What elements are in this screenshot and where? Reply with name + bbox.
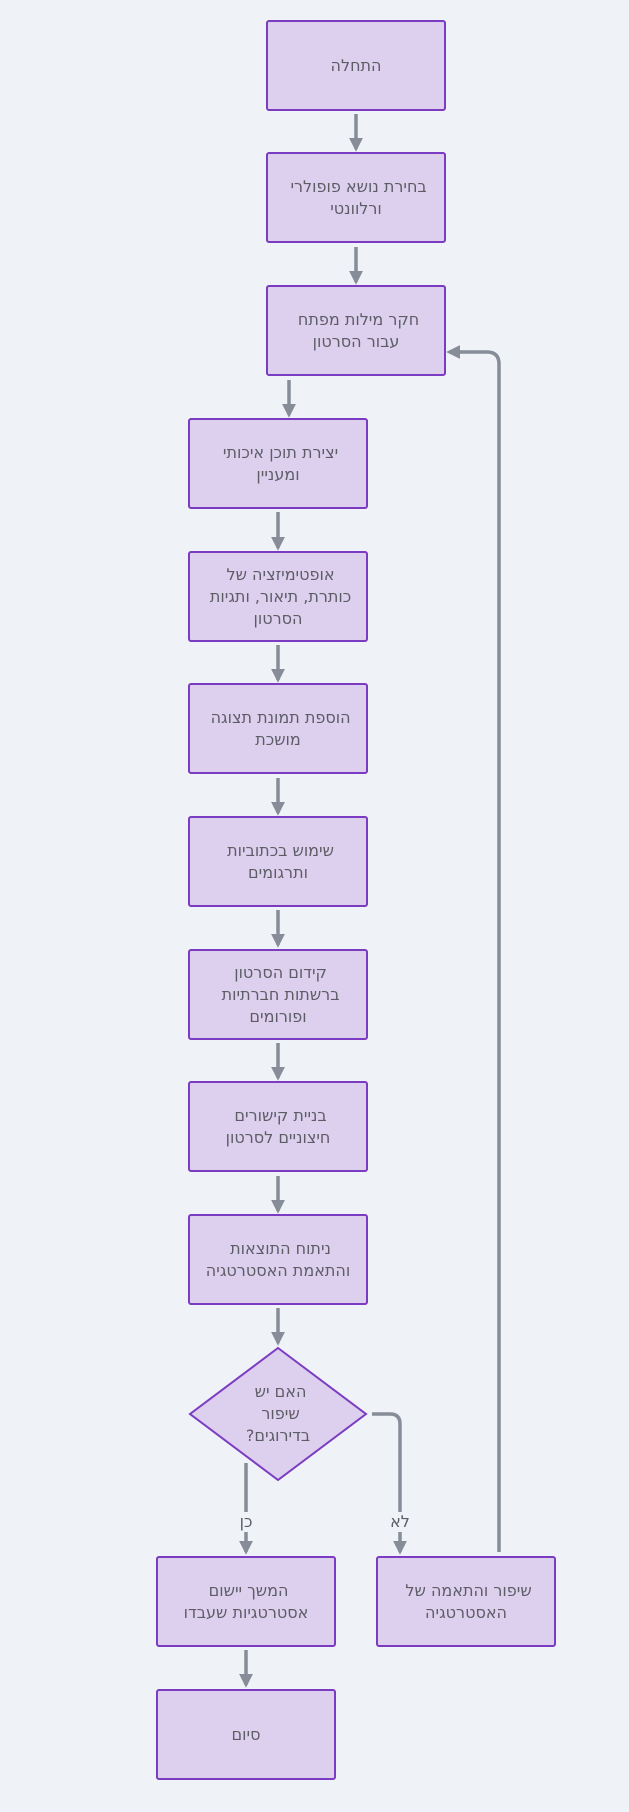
svg-text:הוספת תמונת תצוגה מושכת: הוספת תמונת תצוגה מושכת <box>205 708 350 749</box>
node-start: התחלה <box>266 20 446 111</box>
node-backlinks: בניית קישורים חיצוניים לסרטון <box>188 1081 368 1172</box>
node-end: סיום <box>156 1689 336 1780</box>
node-create-content-line-1: יצירת תוכן איכותי <box>223 443 338 462</box>
node-thumbnail: הוספת תמונת תצוגה מושכת <box>188 683 368 774</box>
edge-decision-no-to-improve <box>372 1412 400 1552</box>
edge-label-yes: כן <box>240 1512 253 1531</box>
svg-text:חקר מילות מפתח עבור הסרט: חקר מילות מפתח עבור הסרטון <box>293 310 419 351</box>
node-decision-line-2: שיפור <box>261 1404 299 1423</box>
node-start-line-1: התחלה <box>331 56 382 75</box>
node-continue-line-2: אסטרטגיות שעבדו <box>184 1603 309 1622</box>
node-keyword-research: חקר מילות מפתח עבור הסרטון <box>266 285 446 376</box>
svg-text:המשך יישום אסטרטגיות שעב: המשך יישום אסטרטגיות שעבדו <box>184 1581 309 1622</box>
node-promote-line-1: קידום הסרטון <box>234 963 327 982</box>
svg-text:קידום הסרטון ברשתות חברת: קידום הסרטון ברשתות חברתיות ופורומים <box>217 963 340 1026</box>
node-choose-topic: בחירת נושא פופולרי ורלוונטי <box>266 152 446 243</box>
node-subtitles-line-1: שימוש בכתוביות <box>227 841 334 860</box>
svg-text:בניית קישורים חיצוניים ל: בניית קישורים חיצוניים לסרטון <box>226 1106 331 1147</box>
node-promote-line-2: ברשתות חברתיות <box>222 985 340 1004</box>
edge-label-no: לא <box>390 1512 410 1531</box>
node-optimize-line-1: אופטימיזציה של <box>227 565 335 584</box>
node-decision-line-3: בדירוגים? <box>246 1426 310 1445</box>
node-thumbnail-line-1: הוספת תמונת תצוגה <box>211 708 351 727</box>
node-improve-line-2: האסטרטגיה <box>425 1603 507 1622</box>
svg-text:בחירת נושא פופולרי ורלוו: בחירת נושא פופולרי ורלוונטי <box>285 177 426 218</box>
svg-text:שיפור והתאמה של האסטרטגי: שיפור והתאמה של האסטרטגיה <box>400 1581 531 1622</box>
svg-text:התחלה: התחלה <box>331 56 382 75</box>
node-promote: קידום הסרטון ברשתות חברתיות ופורומים <box>188 949 368 1040</box>
node-continue-line-1: המשך יישום <box>209 1581 289 1600</box>
node-analyze-line-2: והתאמת האסטרטגיה <box>206 1261 350 1280</box>
node-choose-topic-line-1: בחירת נושא פופולרי <box>290 177 426 196</box>
edge-improve-loop-to-keyword-research <box>446 345 501 1552</box>
node-improve-line-1: שיפור והתאמה של <box>405 1581 531 1600</box>
node-create-content-line-2: ומעניין <box>256 465 299 484</box>
svg-text:אופטימיזציה של כותרת, תי: אופטימיזציה של כותרת, תיאור, ותגיות הסרט… <box>205 565 351 628</box>
svg-text:סיום: סיום <box>232 1725 261 1744</box>
node-subtitles: שימוש בכתוביות ותרגומים <box>188 816 368 907</box>
node-optimize-line-2: כותרת, תיאור, ותגיות <box>210 587 351 606</box>
node-backlinks-line-1: בניית קישורים <box>234 1106 326 1125</box>
node-analyze: ניתוח התוצאות והתאמת האסטרטגיה <box>188 1214 368 1305</box>
svg-text:שימוש בכתוביות ותרגומים: שימוש בכתוביות ותרגומים <box>222 841 334 882</box>
node-create-content: יצירת תוכן איכותי ומעניין <box>188 418 368 509</box>
svg-text:האם יש שיפור בדירו: האם יש שיפור בדירוגים? <box>246 1382 310 1445</box>
node-optimize-line-3: הסרטון <box>254 609 303 628</box>
node-optimize: אופטימיזציה של כותרת, תיאור, ותגיות הסרט… <box>188 551 368 642</box>
svg-text:ניתוח התוצאות והתאמת האס: ניתוח התוצאות והתאמת האסטרטגיה <box>206 1239 350 1280</box>
node-analyze-line-1: ניתוח התוצאות <box>230 1239 331 1258</box>
svg-text:יצירת תוכן איכותי ומעניי: יצירת תוכן איכותי ומעניין <box>218 443 338 484</box>
node-subtitles-line-2: ותרגומים <box>248 863 308 882</box>
node-keyword-research-line-2: עבור הסרטון <box>313 332 400 351</box>
edges <box>246 114 501 1688</box>
node-decision-line-1: האם יש <box>255 1382 307 1401</box>
node-continue: המשך יישום אסטרטגיות שעבדו <box>156 1556 336 1647</box>
node-thumbnail-line-2: מושכת <box>255 730 301 749</box>
node-end-line-1: סיום <box>232 1725 261 1744</box>
node-keyword-research-line-1: חקר מילות מפתח <box>298 310 419 329</box>
node-improve: שיפור והתאמה של האסטרטגיה <box>376 1556 556 1647</box>
node-promote-line-3: ופורומים <box>249 1007 306 1026</box>
node-decision: האם יש שיפור בדירוגים? <box>188 1346 368 1482</box>
node-backlinks-line-2: חיצוניים לסרטון <box>226 1128 331 1147</box>
node-choose-topic-line-2: ורלוונטי <box>330 199 382 218</box>
